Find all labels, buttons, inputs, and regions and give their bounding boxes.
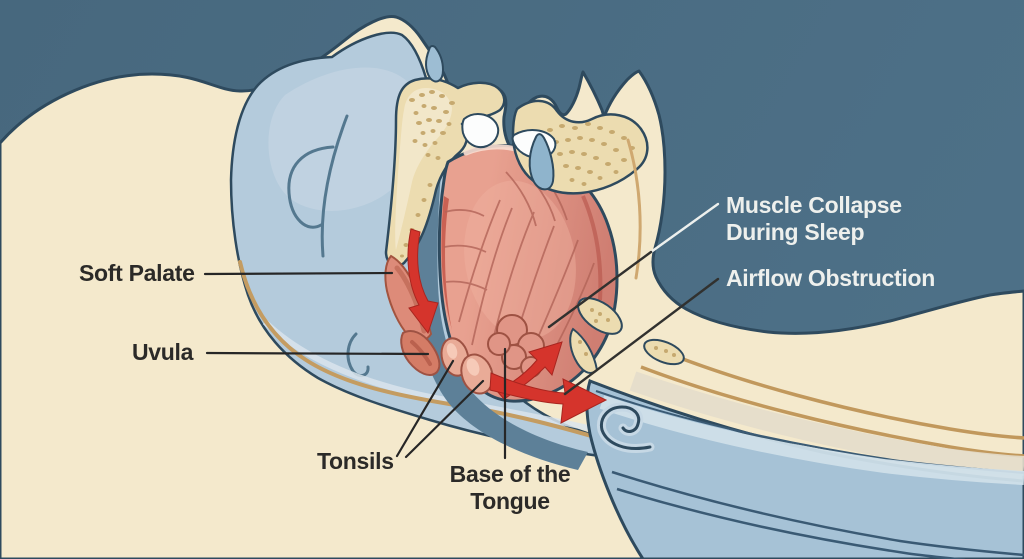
muscle-collapse-leader-line-light bbox=[649, 202, 720, 254]
tonsils-leader-line-1 bbox=[395, 359, 455, 458]
upper-incisor-tooth bbox=[461, 113, 500, 149]
pharyngeal-wall-band bbox=[629, 371, 1024, 476]
esophagus-line-2 bbox=[616, 487, 966, 559]
muscle-collapse-leader-line-dark bbox=[547, 250, 653, 329]
frenulum-gap bbox=[528, 133, 555, 191]
leader-lines bbox=[203, 202, 720, 460]
trachea-inner-highlight bbox=[599, 395, 1024, 485]
tonsils-leader-line-2 bbox=[404, 379, 485, 459]
jaw-skin-fold-line bbox=[238, 260, 614, 444]
tongue-left-shadow bbox=[441, 196, 452, 330]
tonsil-tissue bbox=[440, 337, 494, 395]
label-base-of-tongue-line2: Tongue bbox=[470, 488, 550, 514]
nostril bbox=[425, 45, 445, 83]
airflow-arrows bbox=[407, 228, 608, 424]
label-muscle-collapse: Muscle Collapse During Sleep bbox=[726, 192, 902, 246]
label-muscle-collapse-line2: During Sleep bbox=[726, 219, 865, 245]
ear-curve-lines bbox=[287, 114, 370, 378]
label-base-of-tongue: Base of the Tongue bbox=[425, 461, 595, 515]
soft-palate-leader-line bbox=[203, 271, 394, 276]
airflow-obstruction-leader-line bbox=[563, 277, 720, 396]
airflow-arrow-palate bbox=[407, 228, 439, 335]
label-base-of-tongue-line1: Base of the bbox=[449, 461, 571, 487]
airflow-arrow-throat bbox=[489, 372, 608, 424]
label-airflow-obstruction: Airflow Obstruction bbox=[726, 265, 935, 291]
label-soft-palate: Soft Palate bbox=[79, 260, 195, 286]
pharynx-air-gap bbox=[413, 125, 588, 470]
esophagus-line-1 bbox=[611, 470, 1024, 557]
label-tonsils: Tonsils bbox=[317, 448, 394, 474]
neck-skin-line-outer bbox=[651, 345, 1024, 440]
under-jaw-highlight bbox=[262, 319, 589, 431]
uvula-leader-line bbox=[205, 351, 430, 356]
skull-highlight bbox=[268, 67, 421, 211]
hyoid-bones bbox=[569, 297, 685, 374]
label-uvula: Uvula bbox=[132, 339, 194, 365]
neck-skin-line-inner bbox=[640, 365, 1024, 458]
label-muscle-collapse-line1: Muscle Collapse bbox=[726, 192, 902, 218]
neck-airway bbox=[585, 345, 1024, 559]
epiglottis-flap bbox=[596, 402, 655, 453]
